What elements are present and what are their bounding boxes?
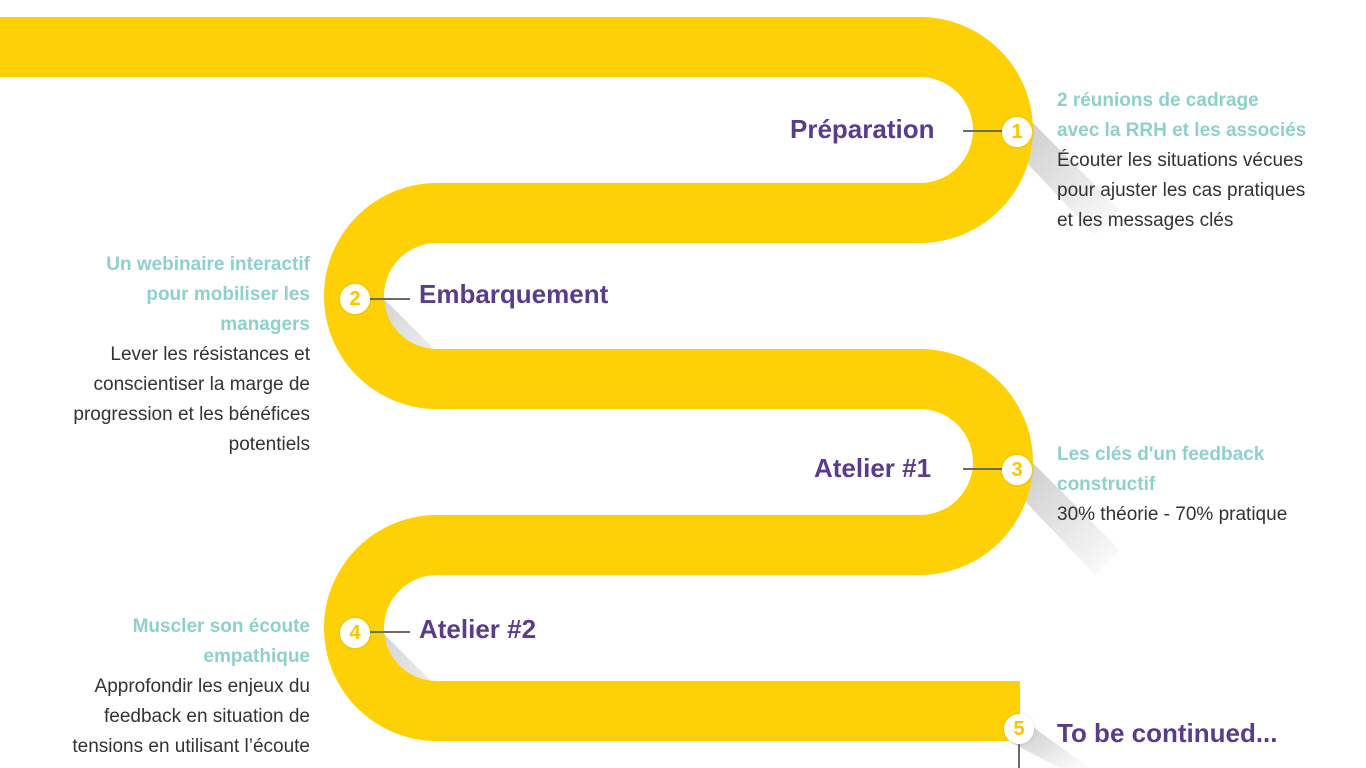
shadow-1 <box>1005 120 1120 235</box>
step-5-number-badge: 5 <box>1004 714 1034 744</box>
step-2-number-badge: 2 <box>340 284 370 314</box>
step-4-connector <box>370 631 410 633</box>
step-3-heading-line-1: Les clés d'un feedback <box>1057 444 1265 465</box>
step-4-number-badge: 4 <box>340 618 370 648</box>
step-1-number-badge: 1 <box>1002 117 1032 147</box>
step-2-heading-line-1: Un webinaire interactif <box>106 254 310 275</box>
step-2-body-line-4: potentiels <box>228 434 310 455</box>
step-2-heading-line-2: pour mobiliser les <box>146 284 310 305</box>
step-3-body-line-1: 30% théorie - 70% pratique <box>1057 504 1288 525</box>
step-3-heading-line-2: constructif <box>1057 474 1156 495</box>
step-2-body-line-3: progression et les bénéfices <box>73 404 310 425</box>
step-1-body-line-1: Écouter les situations vécues <box>1057 150 1304 171</box>
step-1-body-line-3: et les messages clés <box>1057 210 1234 231</box>
step-4-description: Muscler son écoute empathique Approfondi… <box>20 612 310 762</box>
step-1-connector <box>963 130 1003 132</box>
shadow-3 <box>1005 460 1120 575</box>
step-2-connector <box>370 298 410 300</box>
step-1-heading-line-2: avec la RRH et les associés <box>1057 120 1307 141</box>
step-5-title: To be continued... <box>1057 718 1278 748</box>
step-4-body-line-3: tensions en utilisant l’écoute <box>72 736 310 757</box>
step-3-title: Atelier #1 <box>814 453 932 483</box>
step-3-number-badge: 3 <box>1002 455 1032 485</box>
step-1-body-line-2: pour ajuster les cas pratiques <box>1057 180 1306 201</box>
step-1-title: Préparation <box>790 114 935 144</box>
step-2-heading-line-3: managers <box>220 314 310 335</box>
step-2-body-line-1: Lever les résistances et <box>110 344 310 365</box>
step-4-title: Atelier #2 <box>419 614 537 644</box>
step-1-heading-line-1: 2 réunions de cadrage <box>1057 90 1259 111</box>
step-4-heading-line-2: empathique <box>203 646 310 667</box>
step-3-description: Les clés d'un feedback constructif 30% t… <box>1057 440 1357 530</box>
step-4-body-line-1: Approfondir les enjeux du <box>94 676 310 697</box>
step-5-connector <box>1018 744 1020 768</box>
step-4-body-line-2: feedback en situation de <box>104 706 310 727</box>
road-path <box>0 17 1033 741</box>
step-2-description: Un webinaire interactif pour mobiliser l… <box>20 250 310 460</box>
step-1-description: 2 réunions de cadrage avec la RRH et les… <box>1057 86 1357 236</box>
step-2-title: Embarquement <box>419 279 609 309</box>
step-3-connector <box>963 468 1003 470</box>
step-4-heading-line-1: Muscler son écoute <box>132 616 310 637</box>
step-2-body-line-2: conscientiser la marge de <box>93 374 311 395</box>
